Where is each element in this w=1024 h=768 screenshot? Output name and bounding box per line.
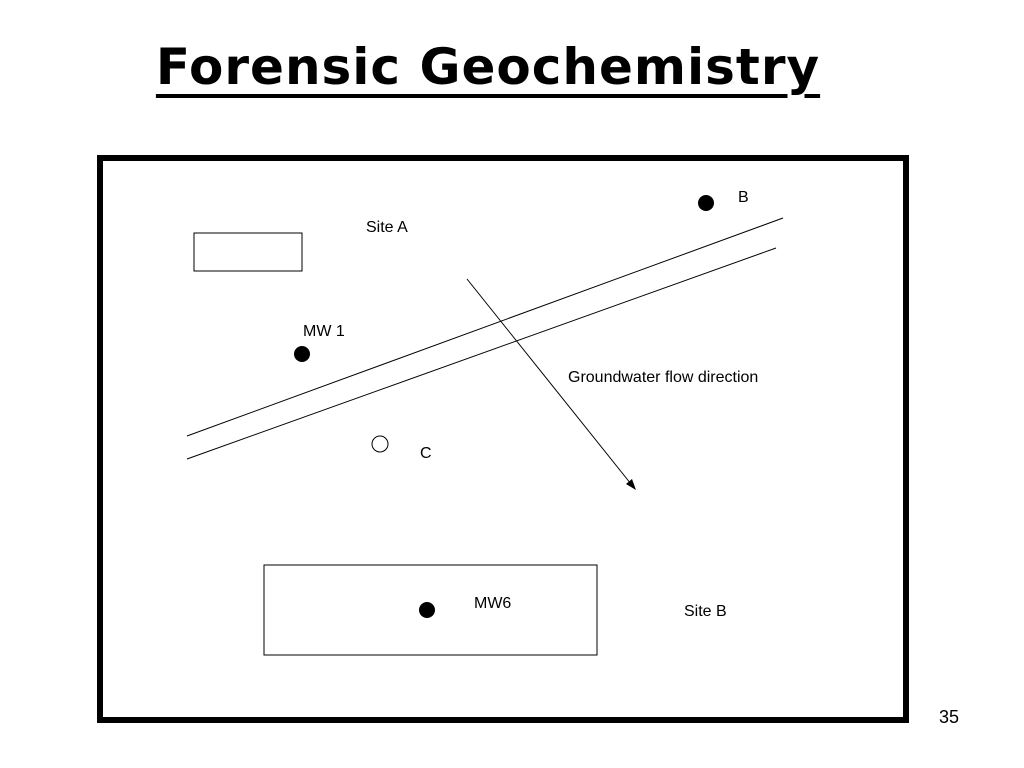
well-c-label: C — [420, 445, 432, 462]
flow-arrow-shaft — [466, 278, 636, 490]
flow-direction-label: Groundwater flow direction — [568, 369, 759, 386]
well-b-marker — [698, 195, 714, 211]
road-line-lower — [186, 247, 777, 460]
well-mw1-marker — [294, 346, 310, 362]
site-b-label: Site B — [684, 603, 727, 620]
flow-arrow-head — [626, 479, 636, 490]
site-a-building — [193, 232, 303, 272]
map-frame — [97, 155, 909, 723]
page-number: 35 — [939, 707, 960, 727]
well-b-label: B — [738, 189, 749, 206]
site-b-building — [263, 564, 598, 656]
site-a-label: Site A — [366, 219, 408, 236]
well-c-marker — [371, 435, 389, 453]
well-mw6-marker — [419, 602, 435, 618]
road-line-upper — [186, 217, 784, 437]
well-mw1-label: MW 1 — [303, 323, 345, 340]
well-mw6-label: MW6 — [474, 595, 512, 612]
slide-title: Forensic Geochemistry — [155, 38, 821, 96]
